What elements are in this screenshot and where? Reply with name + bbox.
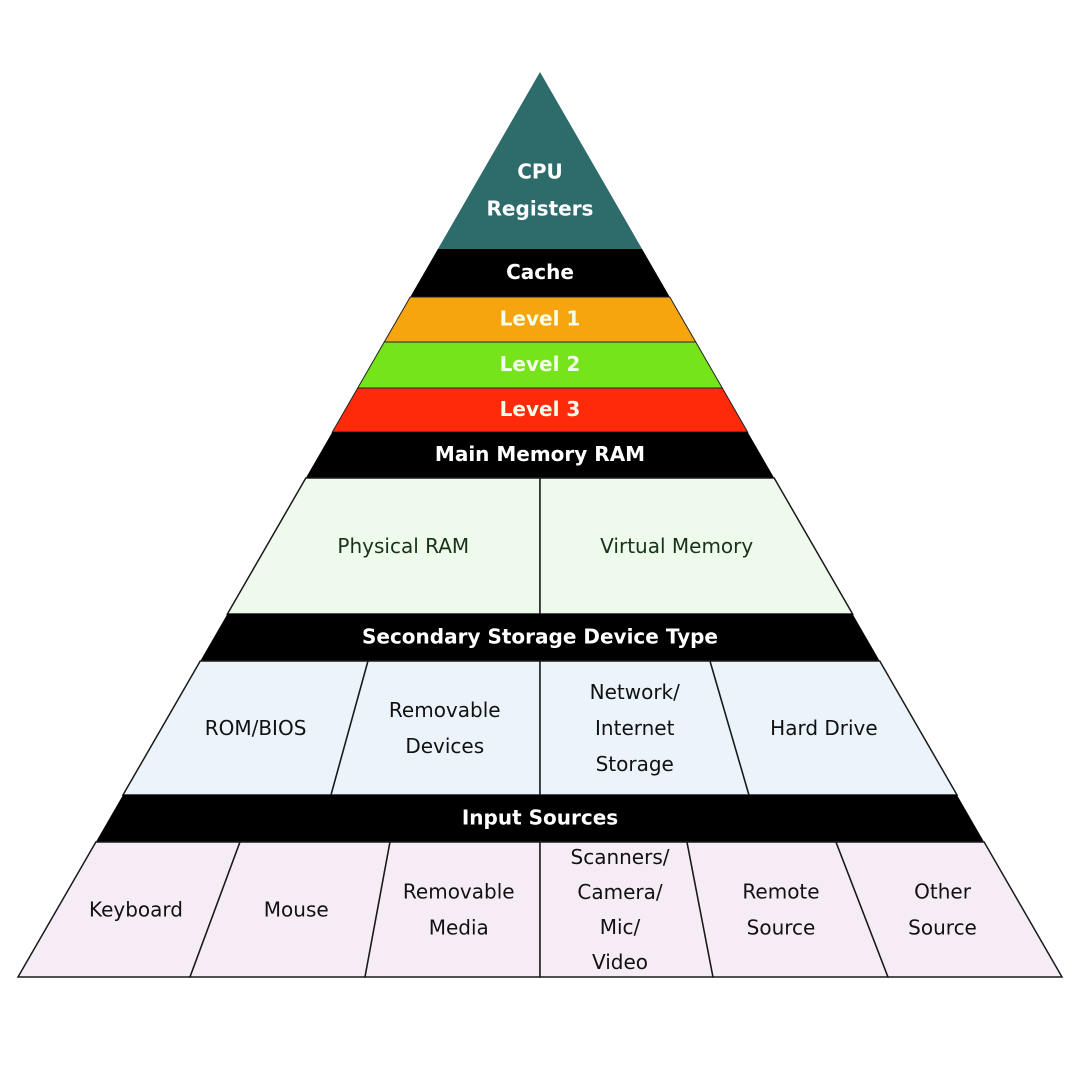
tier-label-line: Other xyxy=(914,880,972,904)
cell-hard-drive: Hard Drive xyxy=(709,660,959,796)
tier-label-line: Hard Drive xyxy=(770,716,878,740)
cell-box xyxy=(834,841,1064,978)
tier-label-line: Physical RAM xyxy=(337,534,469,558)
cell-virtual-memory: Virtual Memory xyxy=(539,477,854,615)
cell-box xyxy=(330,660,541,796)
tier-secondary-storage-device-type: Secondary Storage Device Type xyxy=(200,614,880,661)
tier-level-1: Level 1 xyxy=(383,296,697,343)
tier-label-line: Virtual Memory xyxy=(600,534,753,558)
section-header-band xyxy=(200,614,880,661)
tier-label-line: ROM/BIOS xyxy=(205,716,307,740)
apex-triangle xyxy=(437,72,643,249)
tier-label-line: Level 1 xyxy=(500,307,581,331)
cell-keyboard: Keyboard xyxy=(16,841,242,978)
tier-label-line: Network/ xyxy=(590,680,681,704)
tier-label-line: Secondary Storage Device Type xyxy=(362,625,718,649)
tier-level-2: Level 2 xyxy=(356,341,724,389)
tier-level-3: Level 3 xyxy=(331,387,749,433)
tier-label-line: Storage xyxy=(596,752,674,776)
cell-mouse: Mouse xyxy=(188,841,391,978)
tier-label-line: Video xyxy=(592,950,648,974)
section-header-band xyxy=(410,249,670,297)
tier-input-sources: Input Sources xyxy=(95,795,985,842)
cell-box xyxy=(364,841,541,978)
tier-label-line: Devices xyxy=(405,734,484,758)
cell-physical-ram: Physical RAM xyxy=(226,477,541,615)
tier-label-line: Keyboard xyxy=(89,898,183,922)
tier-label-line: Source xyxy=(747,916,816,940)
tier-label-line: Registers xyxy=(487,197,594,221)
tier-label-line: Main Memory RAM xyxy=(435,442,645,466)
tier-cells-6: Physical RAM Virtual Memory xyxy=(226,477,854,615)
tier-label-line: CPU xyxy=(517,160,563,184)
section-header-band xyxy=(305,432,775,478)
tier-label-line: Input Sources xyxy=(462,806,618,830)
tier-label-line: Internet xyxy=(595,716,675,740)
tier-label-line: Mouse xyxy=(264,898,329,922)
tier-label-line: Media xyxy=(429,916,489,940)
section-header-band xyxy=(95,795,985,842)
tier-cpu-registers: CPU Registers xyxy=(437,72,643,249)
tier-main-memory-ram: Main Memory RAM xyxy=(305,432,775,478)
cell-rom-bios: ROM/BIOS xyxy=(121,660,369,796)
tier-label-line: Scanners/ xyxy=(571,845,670,869)
tier-label-line: Removable xyxy=(403,880,515,904)
tier-label-line: Level 3 xyxy=(500,397,581,421)
tier-label-line: Camera/ xyxy=(577,880,662,904)
tier-label-line: Cache xyxy=(506,260,574,284)
tier-label-line: Level 2 xyxy=(500,352,581,376)
tier-label-line: Removable xyxy=(389,698,501,722)
tier-cache: Cache xyxy=(410,249,670,297)
tier-cells-8: ROM/BIOSRemovableDevicesNetwork/Internet… xyxy=(121,660,959,796)
tier-label-line: Remote xyxy=(742,880,819,904)
cell-scanners-camera-mic-video: Scanners/Camera/Mic/Video xyxy=(539,841,714,978)
tier-label-line: Mic/ xyxy=(600,915,641,939)
tier-label-line: Source xyxy=(908,916,977,940)
